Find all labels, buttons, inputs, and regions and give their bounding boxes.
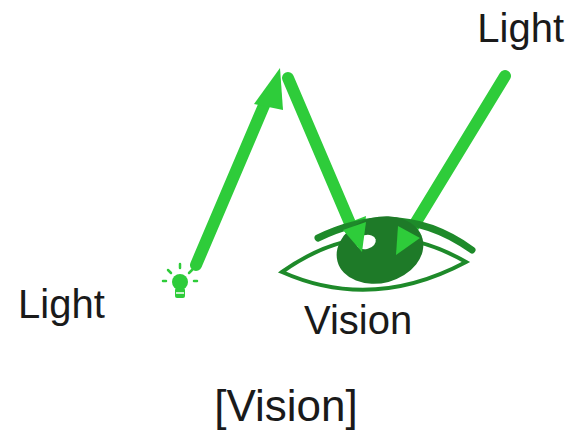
text-label: Vision [304, 298, 412, 342]
text-label: Light [477, 6, 564, 50]
light-rays [196, 76, 505, 265]
caption: [Vision] [214, 382, 358, 430]
light-bulb-icon [163, 264, 197, 298]
ray-line [196, 96, 268, 265]
text-label: Light [18, 282, 105, 326]
ray-line [288, 78, 352, 228]
arrow-head [254, 68, 283, 110]
eye-icon [282, 207, 472, 294]
ray-line [410, 76, 505, 232]
